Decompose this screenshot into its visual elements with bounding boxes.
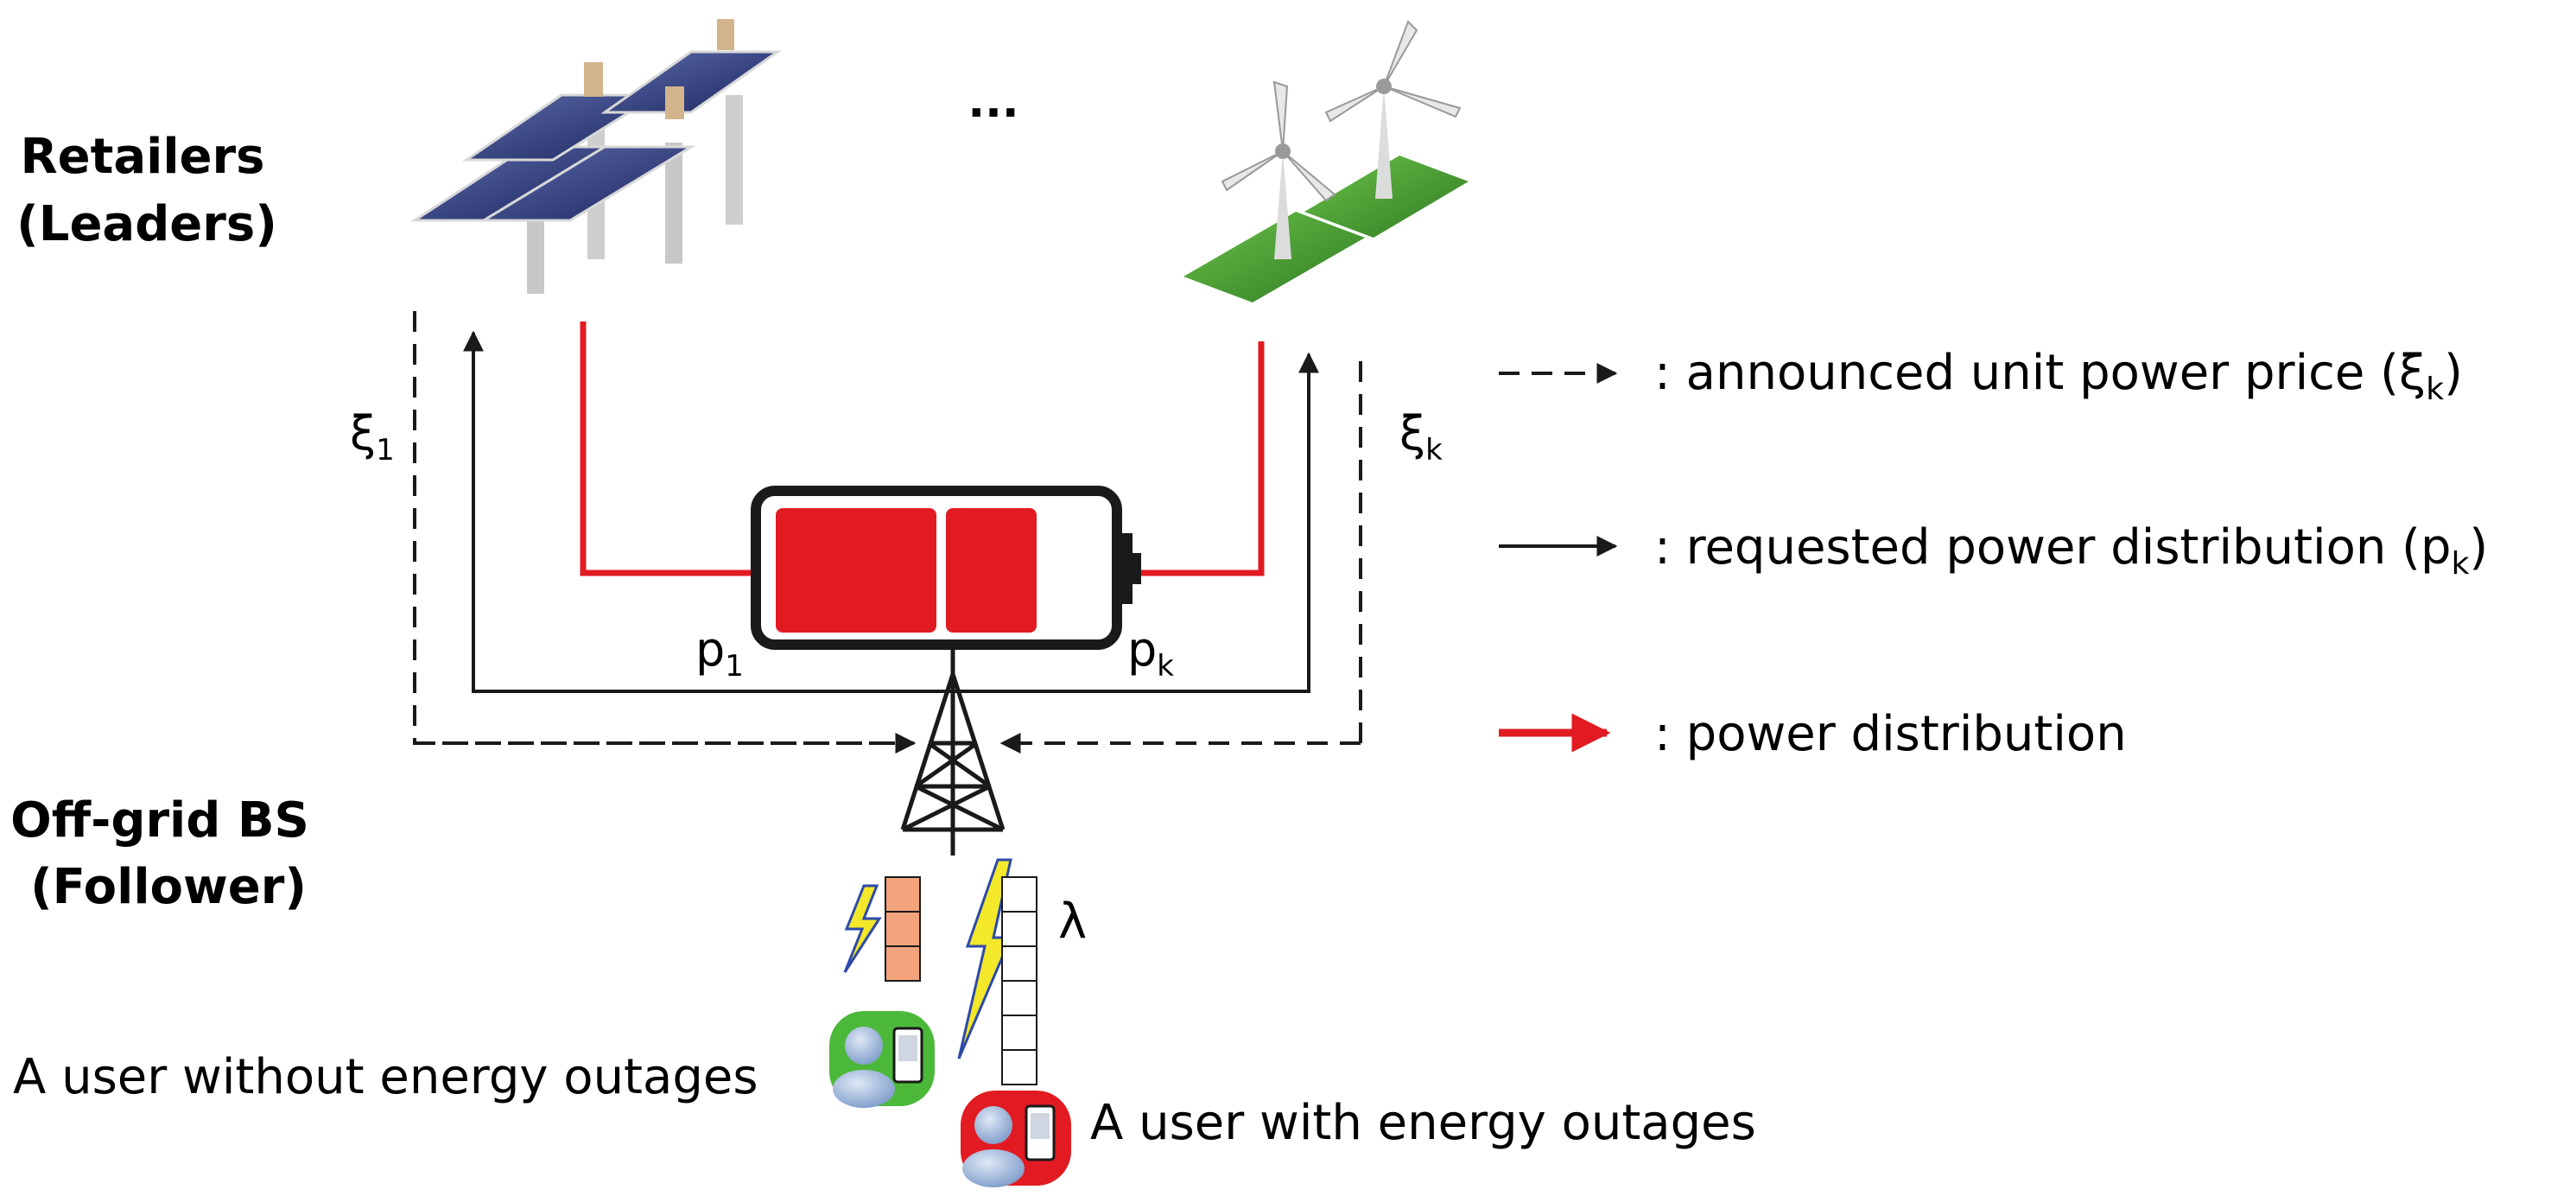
queue-with-outage bbox=[1001, 876, 1037, 1085]
xi-k-label: ξk bbox=[1399, 406, 1443, 468]
xi-1-label: ξ1 bbox=[350, 406, 395, 468]
wind-turbine-icon bbox=[1183, 20, 1469, 302]
follower-label: (Follower) bbox=[30, 859, 307, 915]
tower-icon bbox=[900, 639, 1006, 856]
phone-icon bbox=[892, 1027, 923, 1084]
user-without-outage bbox=[829, 1011, 935, 1108]
request-arrow-left bbox=[463, 330, 953, 693]
lightning-icon bbox=[843, 858, 1013, 1059]
user-with-outage-label: A user with energy outages bbox=[1090, 1095, 1756, 1151]
legend-request-text: : requested power distribution (pk) bbox=[1654, 519, 2488, 582]
user-without-outage-label: A user without energy outages bbox=[13, 1049, 758, 1105]
user-icon bbox=[962, 1106, 1025, 1187]
lambda-label: λ bbox=[1058, 894, 1087, 950]
offgrid-bs-label: Off-grid BS bbox=[10, 792, 309, 849]
p-1-label: p1 bbox=[695, 622, 744, 684]
user-with-outage bbox=[961, 1091, 1071, 1187]
p-k-label: pk bbox=[1127, 622, 1174, 684]
request-arrow-right bbox=[953, 352, 1319, 693]
legend-price-text: : announced unit power price (ξk) bbox=[1654, 345, 2463, 407]
ellipsis: ... bbox=[968, 76, 1018, 128]
legend-power-text: : power distribution bbox=[1654, 706, 2127, 762]
leaders-label: (Leaders) bbox=[16, 196, 277, 252]
solar-panel-icon bbox=[409, 19, 782, 294]
phone-icon bbox=[1025, 1104, 1056, 1161]
power-arrow-left bbox=[580, 321, 794, 588]
legend: : announced unit power price (ξk) : requ… bbox=[1499, 345, 2488, 762]
battery-icon bbox=[751, 486, 1141, 650]
queue-without-outage bbox=[885, 876, 921, 982]
user-icon bbox=[833, 1027, 895, 1108]
retailers-label: Retailers bbox=[21, 129, 265, 185]
